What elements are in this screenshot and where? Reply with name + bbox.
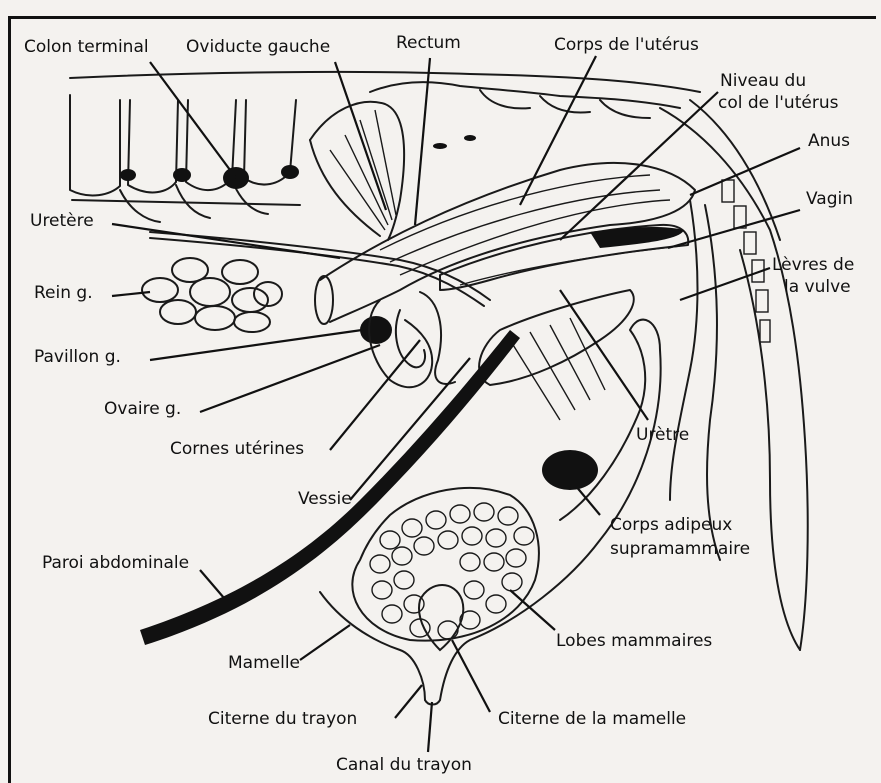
label-vessie: Vessie <box>298 490 352 509</box>
label-oviducte-gauche: Oviducte gauche <box>186 38 330 57</box>
label-corps-adipeux-2: supramammaire <box>610 540 750 559</box>
label-corps-uterus: Corps de l'utérus <box>554 36 699 55</box>
label-levres-2: la vulve <box>784 278 851 297</box>
label-niveau-col-1: Niveau du <box>720 72 806 91</box>
label-paroi: Paroi abdominale <box>42 554 189 573</box>
label-anus: Anus <box>808 132 850 151</box>
tail-vertebrae <box>722 180 770 342</box>
label-levres-1: Lèvres de <box>772 256 854 275</box>
label-ovaire: Ovaire g. <box>104 400 181 419</box>
label-citerne-trayon: Citerne du trayon <box>208 710 357 729</box>
fat-pad <box>542 450 598 490</box>
label-rectum: Rectum <box>396 34 461 53</box>
label-uretere: Uretère <box>30 212 94 231</box>
label-corps-adipeux-1: Corps adipeux <box>610 516 732 535</box>
label-colon-terminal: Colon terminal <box>24 38 149 57</box>
label-citerne-mamelle: Citerne de la mamelle <box>498 710 686 729</box>
label-mamelle: Mamelle <box>228 654 300 673</box>
label-pavillon: Pavillon g. <box>34 348 121 367</box>
label-uretre: Urètre <box>636 426 689 445</box>
label-cornes: Cornes utérines <box>170 440 304 459</box>
label-vagin: Vagin <box>806 190 853 209</box>
label-canal-trayon: Canal du trayon <box>336 756 472 775</box>
broad-ligament <box>310 102 404 240</box>
label-niveau-col-2: col de l'utérus <box>718 94 838 113</box>
kidney <box>142 258 282 332</box>
label-rein: Rein g. <box>34 284 93 303</box>
mammary-lobes <box>370 503 534 650</box>
label-lobes: Lobes mammaires <box>556 632 712 651</box>
ovary-horns <box>360 292 455 387</box>
